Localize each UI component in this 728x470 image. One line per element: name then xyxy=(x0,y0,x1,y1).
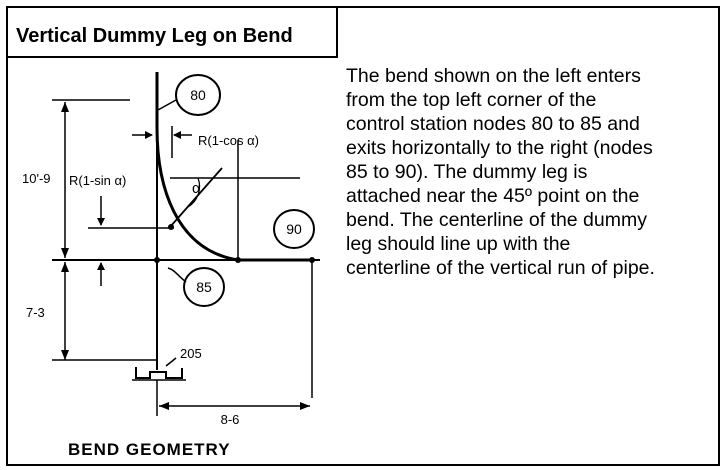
dim-horizontal-label: 8-6 xyxy=(221,412,240,427)
description-line: The bend shown on the left enters xyxy=(346,65,641,87)
node80-balloon xyxy=(175,74,221,116)
node85-leader xyxy=(167,267,187,283)
arrowhead xyxy=(61,248,69,258)
node85-label: 85 xyxy=(196,279,212,295)
description-line: centerline of the vertical run of pipe. xyxy=(346,257,655,279)
label-r-sin: R(1-sin α) xyxy=(69,173,126,188)
arrowhead xyxy=(61,262,69,272)
diagram-caption: BEND GEOMETRY xyxy=(68,440,231,459)
arrowhead xyxy=(61,350,69,360)
dim-lower-label: 7-3 xyxy=(26,305,45,320)
label-alpha: α xyxy=(192,180,201,197)
description-line: 85 to 90). The dummy leg is xyxy=(346,161,588,183)
arrowhead xyxy=(300,402,310,410)
node90-balloon xyxy=(273,209,315,249)
title-box xyxy=(8,8,338,58)
radius-line xyxy=(169,167,223,228)
node85-dot xyxy=(154,257,160,263)
bend-end-dot xyxy=(235,257,241,263)
node85-balloon xyxy=(183,267,225,307)
label-r-cos: R(1-cos α) xyxy=(198,133,259,148)
description-line: from the top left corner of the xyxy=(346,89,597,111)
description-line: exits horizontally to the right (nodes xyxy=(346,137,653,159)
dim-upper-label: 10'-9 xyxy=(22,171,51,186)
description-line: control station nodes 80 to 85 and xyxy=(346,113,640,135)
alpha-arc xyxy=(187,177,201,208)
description-line: bend. The centerline of the dummy xyxy=(346,209,647,231)
node90-dot xyxy=(309,257,315,263)
support-symbol xyxy=(135,367,183,379)
panel-frame xyxy=(6,6,720,466)
description-line: leg should line up with the xyxy=(346,233,571,255)
node205-label: 205 xyxy=(180,346,202,361)
dummy-leg-attach-dot xyxy=(168,224,174,230)
node205-leader xyxy=(165,357,177,367)
node80-label: 80 xyxy=(190,87,206,103)
description-line: attached near the 45º point on the xyxy=(346,185,640,207)
arrowhead xyxy=(61,102,69,112)
panel-title: Vertical Dummy Leg on Bend xyxy=(16,25,293,47)
node80-leader xyxy=(157,99,177,111)
arrowhead xyxy=(159,402,169,410)
description-text: The bend shown on the left enters from t… xyxy=(346,64,714,280)
node90-label: 90 xyxy=(286,221,302,237)
